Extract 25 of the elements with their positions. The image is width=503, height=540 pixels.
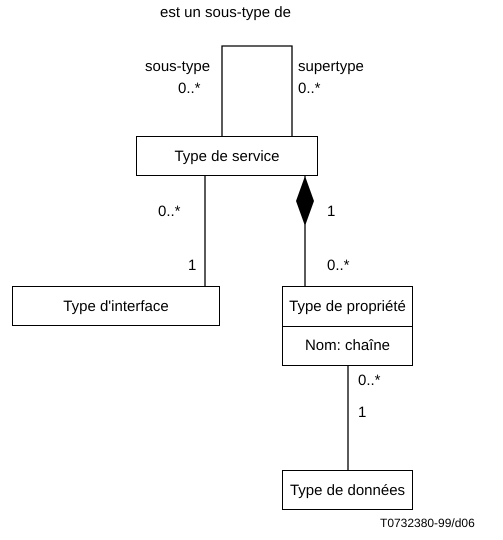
class-box [136, 136, 318, 176]
association-line [204, 176, 206, 286]
class-name: Type de service [174, 148, 280, 164]
attribute-text: Nom: chaîne [304, 337, 390, 354]
class-box [282, 470, 413, 510]
figure-code: T0732380-99/d06 [380, 516, 475, 530]
multiplicity-label: 0..* [358, 372, 381, 389]
composition-line [296, 176, 314, 286]
edge-label: est un sous-type de [160, 4, 291, 21]
class-name: Type de données [290, 482, 406, 498]
class-name: Type d'interface [63, 298, 169, 314]
association-line [221, 45, 293, 136]
multiplicity-label: 0..* [327, 257, 350, 274]
multiplicity-label: 0..* [178, 80, 201, 97]
multiplicity-label: supertype [298, 58, 364, 75]
multiplicity-label: 1 [327, 203, 336, 220]
multiplicity-label: 0..* [158, 203, 181, 220]
class-box [12, 286, 220, 326]
multiplicity-label: 1 [188, 257, 196, 274]
multiplicity-label: 1 [358, 404, 366, 421]
multiplicity-label: sous-type [145, 58, 210, 75]
association-line [347, 366, 349, 470]
multiplicity-label: 0..* [298, 80, 321, 97]
class-box [282, 286, 413, 366]
class-name: Type de propriété [289, 298, 406, 315]
